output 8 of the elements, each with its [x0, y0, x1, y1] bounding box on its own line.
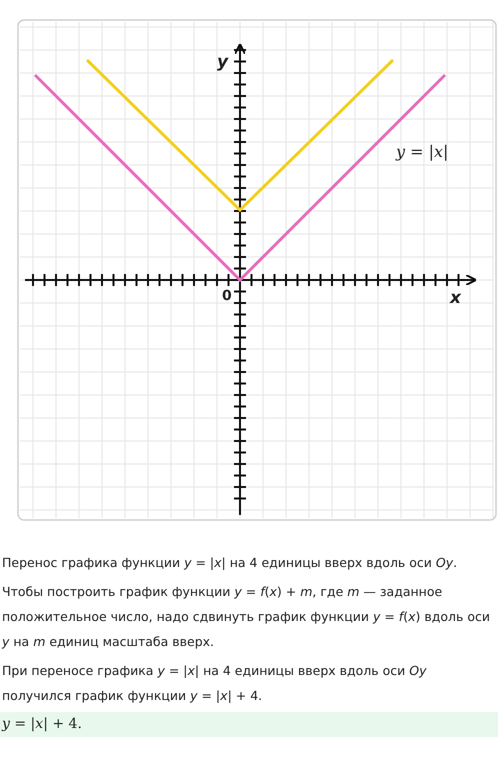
- answer-box: y = |x| + 4.: [0, 712, 498, 737]
- axis-label: x: [450, 288, 461, 308]
- paragraph: Чтобы построить график функции y = f(x) + m, где m — заданное положительное число, надо сдвинуть график функции y = f(x) вдоль оси y на m единиц масштаба вверх.: [2, 583, 491, 651]
- graph-label: y = |x|: [396, 142, 448, 161]
- axis-label: y: [217, 52, 228, 72]
- paragraph: Перенос графика функции y = |x| на 4 единицы вверх вдоль оси Oy.: [2, 554, 458, 572]
- origin-label: 0: [222, 288, 232, 304]
- paragraph: При переносе графика y = |x| на 4 единицы вверх вдоль оси Oy получился график функции y = |x| + 4.: [2, 662, 428, 705]
